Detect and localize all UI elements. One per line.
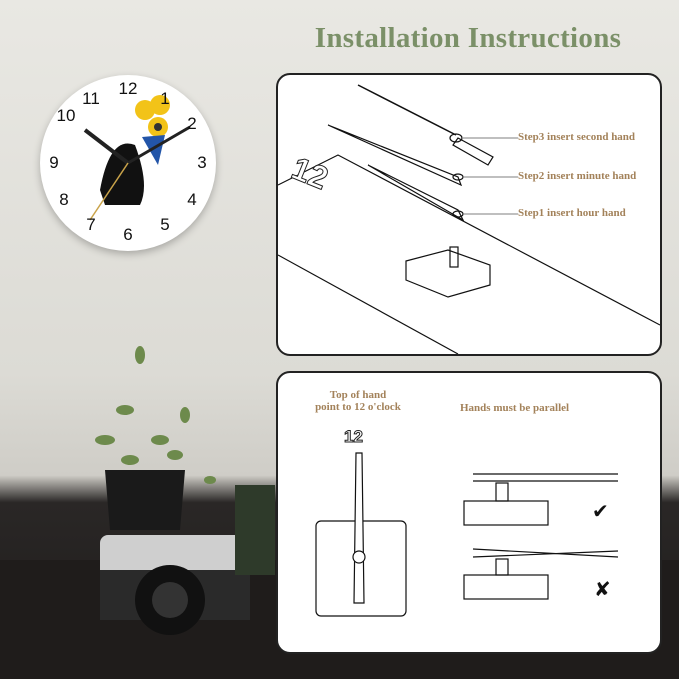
wall-clock: 12 1 2 3 4 5 6 7 8 9 10 11	[40, 75, 216, 251]
caption-line2: point to 12 o'clock	[315, 401, 401, 413]
hour-hand-shape	[367, 164, 465, 222]
installation-steps-panel: 12 Step3 insert second hand Step2 insert…	[276, 73, 662, 356]
second-hand-shape	[357, 84, 457, 136]
cross-icon: ✘	[594, 577, 611, 601]
check-icon: ✔	[592, 499, 609, 523]
clock-number: 3	[197, 153, 207, 172]
parallel-caption: Hands must be parallel	[460, 402, 570, 414]
dial-number-12: 12	[344, 427, 364, 447]
movement-side-correct	[463, 500, 549, 526]
clock-number: 11	[82, 89, 100, 108]
clock-number: 9	[49, 153, 59, 172]
page-title: Installation Instructions	[314, 22, 622, 54]
clock-number: 4	[187, 190, 197, 209]
hands-exploded-diagram	[278, 84, 660, 354]
minute-hand	[127, 125, 191, 165]
clock-number: 10	[56, 106, 76, 125]
upright-hand	[353, 452, 365, 604]
alignment-panel: Top of hand point to 12 o'clock Hands mu…	[276, 371, 662, 654]
plant-pot	[105, 470, 185, 530]
clock-number: 1	[160, 89, 170, 108]
hour-hand	[83, 128, 130, 165]
clock-number: 5	[160, 215, 170, 234]
clock-number: 12	[118, 79, 138, 98]
clock-face-art	[83, 95, 191, 221]
minute-hand-shape	[327, 124, 463, 187]
caption-line1: Top of hand	[329, 389, 387, 401]
alignment-diagram	[315, 452, 619, 617]
clock-number: 8	[59, 190, 69, 209]
clock-movement	[405, 249, 491, 298]
clock-number: 6	[123, 225, 133, 244]
clock-number: 7	[86, 215, 96, 234]
plant-leaves	[95, 346, 216, 484]
step2-label: Step2 insert minute hand	[518, 170, 637, 182]
movement-side-wrong	[463, 574, 549, 600]
step1-label: Step1 insert hour hand	[518, 207, 626, 219]
step3-label: Step3 insert second hand	[518, 131, 636, 143]
second-hand	[89, 162, 129, 221]
clock-number: 2	[187, 114, 197, 133]
books	[235, 485, 275, 575]
